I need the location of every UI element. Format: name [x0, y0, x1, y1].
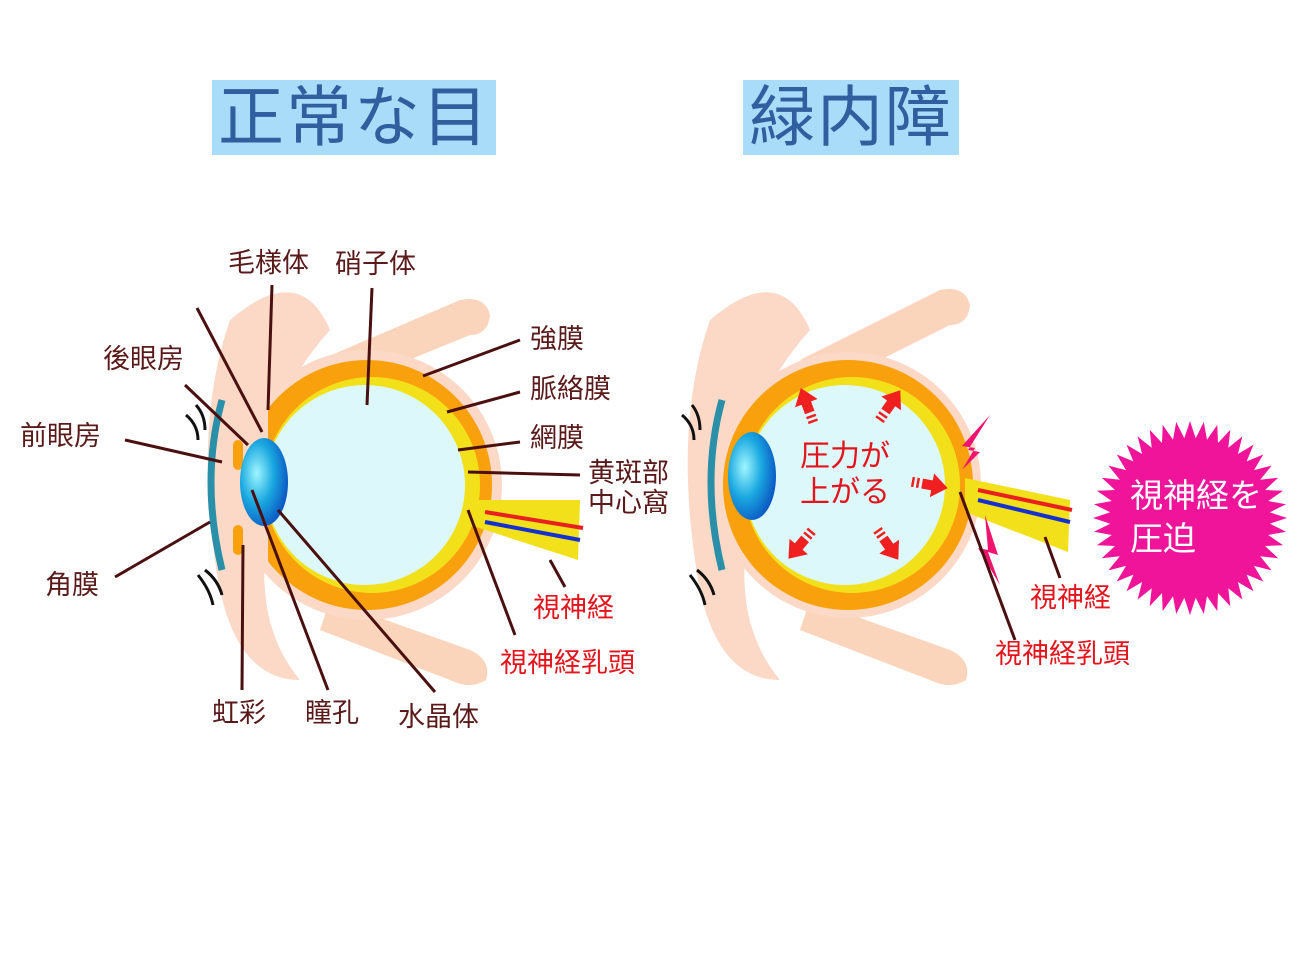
pressure-text-line1: 圧力が — [800, 439, 890, 474]
arrow-icon — [875, 390, 901, 424]
burst-text-line2: 圧迫 — [1130, 519, 1196, 558]
optic-nerve — [965, 478, 1070, 552]
label-vitreous: 硝子体 — [335, 249, 416, 280]
normal-eye-labels: 毛様体 硝子体 後眼房 前眼房 強膜 脈絡膜 網膜 黄斑部 中心窩 角膜 視神経… — [20, 248, 669, 733]
cornea — [207, 399, 226, 571]
vitreous — [745, 385, 945, 585]
glaucoma-leader-lines — [958, 491, 1062, 641]
burst-text-line1: 視神経を — [1130, 476, 1262, 515]
arrow-icon — [910, 473, 948, 498]
label-optic-nerve: 視神経 — [533, 593, 614, 624]
compression-starburst — [1093, 421, 1287, 615]
arrow-icon — [795, 388, 819, 425]
label-cornea: 角膜 — [45, 570, 99, 601]
lightning-icon — [978, 515, 1000, 585]
lightning-icon — [962, 415, 990, 470]
normal-eye-illustration — [185, 292, 584, 685]
label-lens: 水晶体 — [398, 702, 479, 733]
lens — [728, 432, 776, 520]
label-optic-nerve: 視神経 — [1030, 583, 1111, 614]
label-pupil: 瞳孔 — [305, 698, 359, 729]
label-posterior-chamber: 後眼房 — [103, 344, 184, 375]
eyelash-icon — [688, 568, 716, 606]
label-sclera: 強膜 — [530, 324, 584, 355]
normal-eye-leader-lines — [114, 284, 581, 693]
label-optic-disc: 視神経乳頭 — [500, 648, 635, 679]
pressure-text-line2: 上がる — [800, 475, 890, 510]
glaucoma-labels: 圧力が 上がる 視神経 視神経乳頭 視神経を 圧迫 — [800, 439, 1262, 670]
label-fovea: 中心窩 — [588, 488, 669, 519]
title-normal-eye: 正常な目 — [212, 80, 496, 155]
lens — [240, 438, 288, 526]
label-optic-disc: 視神経乳頭 — [995, 639, 1130, 670]
lower-muscle — [800, 600, 968, 685]
title-glaucoma: 緑内障 — [743, 80, 959, 155]
label-ciliary-body: 毛様体 — [228, 248, 309, 279]
arrow-icon — [873, 526, 899, 560]
vitreous — [265, 385, 465, 585]
label-anterior-chamber: 前眼房 — [20, 421, 101, 452]
eyelash-icon — [681, 404, 702, 441]
eyelash-icon — [185, 403, 207, 441]
label-choroid: 脈絡膜 — [530, 374, 611, 405]
eyelash-icon — [196, 568, 224, 606]
label-iris: 虹彩 — [212, 698, 266, 729]
cornea — [707, 399, 726, 571]
label-retina: 網膜 — [530, 423, 584, 454]
arrow-icon — [788, 527, 816, 559]
label-macula: 黄斑部 — [588, 458, 669, 489]
pressure-arrows — [788, 388, 948, 560]
lower-muscle — [320, 600, 488, 685]
glaucoma-eye-illustration — [681, 289, 1287, 685]
